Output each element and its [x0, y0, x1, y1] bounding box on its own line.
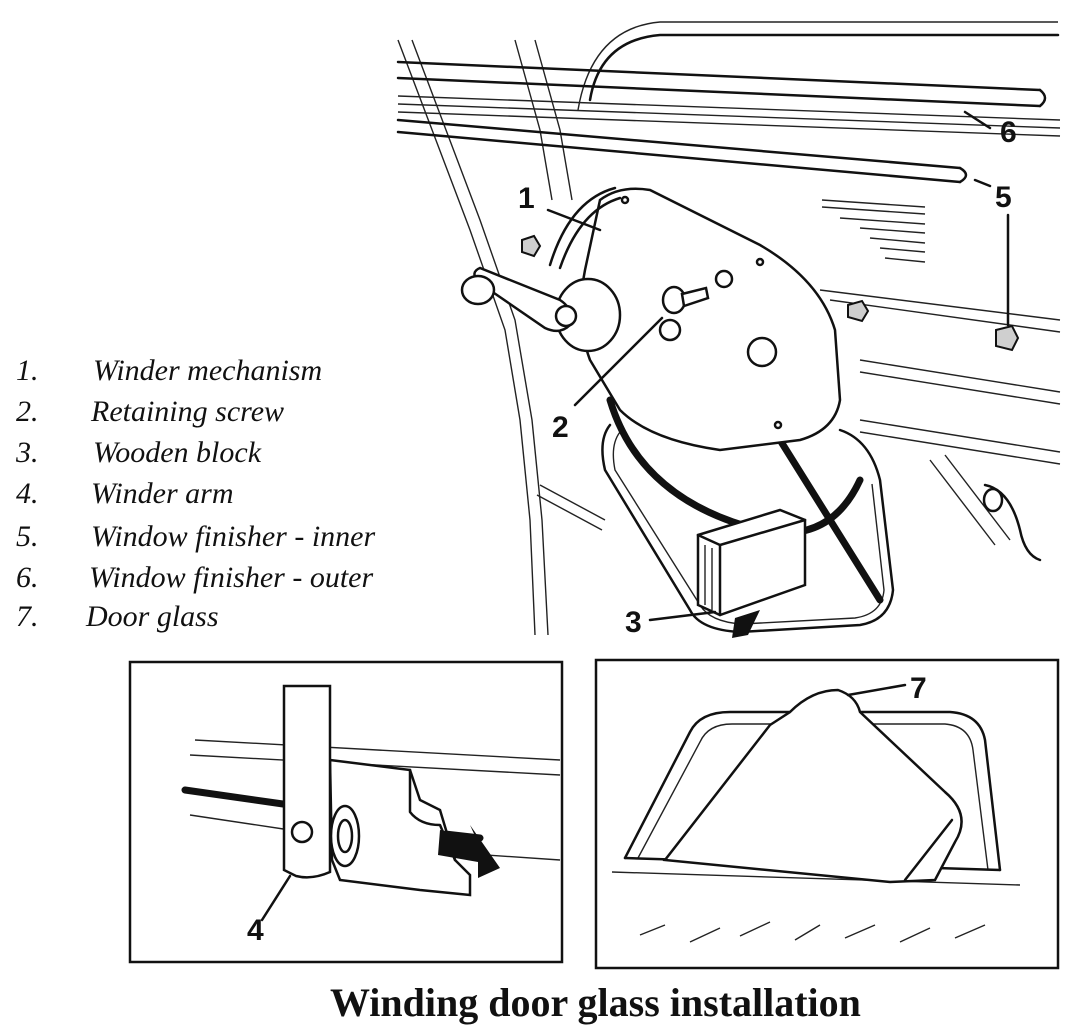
legend-num-4: 4. — [16, 477, 39, 510]
legend-num-2: 2. — [16, 395, 39, 428]
legend-num-5: 5. — [16, 520, 39, 553]
inset-floor-hatch — [639, 921, 986, 943]
callout-7: 7 — [910, 672, 927, 705]
wooden-block — [696, 508, 807, 638]
inset-winder-arm — [128, 660, 564, 964]
legend-num-6: 6. — [16, 561, 39, 594]
leader-lines — [546, 110, 1010, 622]
winder-handle — [460, 266, 622, 353]
trim-hatch — [821, 199, 926, 263]
legend-num-3: 3. — [15, 436, 39, 469]
inset-door-glass — [594, 658, 1060, 970]
callout-5: 5 — [995, 181, 1012, 214]
callout-1: 1 — [518, 182, 535, 215]
legend-num-7: 7. — [16, 600, 39, 633]
legend: 1. Winder mechanism 2. Retaining screw 3… — [15, 354, 375, 633]
legend-label-7: Door glass — [85, 600, 219, 633]
callout-2: 2 — [552, 411, 569, 444]
retaining-screw — [661, 285, 710, 315]
callout-3: 3 — [625, 606, 642, 639]
legend-label-4: Winder arm — [91, 477, 234, 510]
callout-4: 4 — [247, 914, 264, 947]
clip-middle — [847, 299, 870, 323]
winder-mechanism-plate — [579, 187, 842, 452]
legend-label-1: Winder mechanism — [93, 354, 322, 387]
callout-6: 6 — [1000, 116, 1017, 149]
legend-label-2: Retaining screw — [90, 395, 284, 428]
caption: Winding door glass installation — [330, 980, 861, 1025]
legend-label-3: Wooden block — [93, 436, 262, 469]
main-door-illustration — [396, 21, 1061, 638]
legend-label-5: Window finisher - inner — [91, 520, 375, 553]
legend-num-1: 1. — [16, 354, 39, 387]
clip-right — [995, 324, 1020, 352]
clip-upper-left — [521, 234, 542, 258]
legend-label-6: Window finisher - outer — [89, 561, 373, 594]
